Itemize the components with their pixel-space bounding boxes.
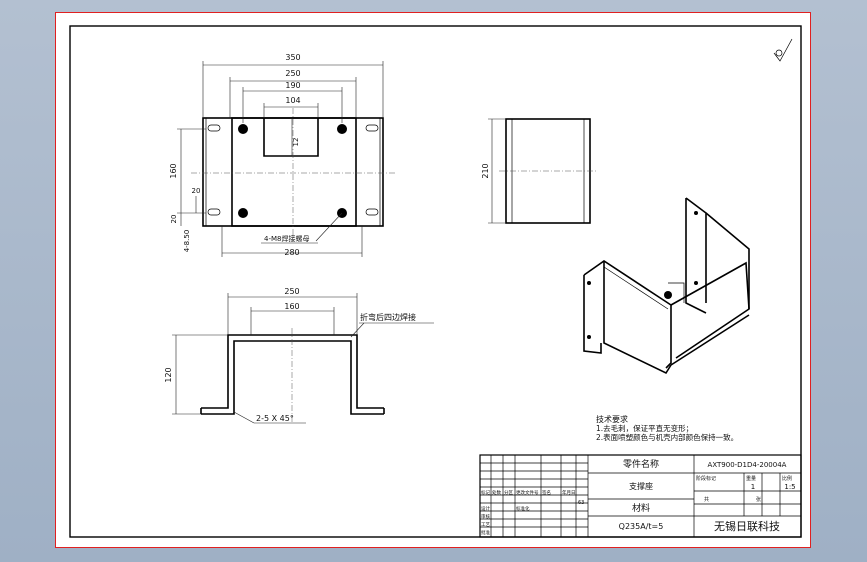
sign-standard: 标准化: [516, 505, 530, 512]
stage-label: 阶段标记: [696, 475, 716, 482]
nut-note: 4-M8焊接螺母: [264, 234, 309, 243]
front-dim-250: 250: [284, 287, 299, 296]
dim-104: 104: [285, 96, 300, 105]
rev-label-docno: 更改文件号: [516, 489, 539, 496]
rev-label-mark: 标记: [481, 489, 490, 496]
material: Q235A/t=5: [619, 522, 664, 531]
rev-label-zone: 分区: [504, 489, 513, 496]
part-name: 支撑座: [629, 481, 653, 491]
dim-280: 280: [284, 248, 299, 257]
weight-label: 重量: [746, 475, 756, 482]
small-value: 63: [578, 500, 584, 506]
drawing-canvas: 350 250 190 104 12: [69, 25, 802, 538]
rev-label-date: 年月日: [562, 489, 576, 496]
technical-notes: 技术要求 1.去毛刺，保证平直无变形； 2.表面喷塑颜色与机壳内部颜色保持一致。: [596, 414, 738, 442]
side-dim-210: 210: [481, 163, 490, 178]
revision-grid: 标记 处数 分区 更改文件号 签名 年月日 设计 标准化 审核 工艺 批准 63: [480, 455, 588, 537]
bend-note: 折弯后四边焊接: [360, 312, 416, 322]
material-label: 材料: [632, 502, 650, 514]
sheet-frame: [69, 25, 802, 538]
dim-20b: 20: [170, 215, 178, 224]
dim-190: 190: [285, 81, 300, 90]
dim-12: 12: [292, 138, 300, 147]
slot: [365, 208, 379, 216]
slot: [365, 124, 379, 132]
dim-350: 350: [285, 53, 300, 62]
slot: [207, 208, 221, 216]
chamfer-note: 2-5 X 45°: [256, 414, 294, 423]
tech-note-1: 1.去毛刺，保证平直无变形；: [596, 423, 693, 433]
top-view: 350 250 190 104 12: [169, 53, 396, 257]
company-name: 无锡日联科技: [714, 519, 780, 533]
top-view-notch: [263, 118, 319, 157]
dim-250: 250: [285, 69, 300, 78]
rev-label-count: 处数: [492, 489, 501, 496]
front-view: 250 160 120 折弯后四边焊接 2-5 X 45°: [164, 287, 434, 424]
sheet-total-label: 共: [704, 496, 709, 503]
sign-approve: 批准: [481, 529, 490, 536]
dim-160: 160: [169, 163, 178, 178]
dim-20a: 20: [192, 187, 201, 195]
part-name-label: 零件名称: [623, 458, 659, 470]
front-view-outline: [201, 334, 384, 409]
sign-process: 工艺: [481, 522, 490, 528]
nut-hole: [238, 208, 248, 218]
drawing-sheet: 350 250 190 104 12: [55, 12, 811, 548]
tech-note-2: 2.表面喷塑颜色与机壳内部颜色保持一致。: [596, 432, 738, 442]
sign-design: 设计: [481, 505, 490, 512]
quantity: 1: [751, 483, 755, 491]
front-dim-160: 160: [284, 302, 299, 311]
scale-label: 比例: [782, 475, 792, 482]
sheet-unit-label: 张: [756, 496, 761, 503]
title-block: 标记 处数 分区 更改文件号 签名 年月日 设计 标准化 审核 工艺 批准 63…: [479, 454, 802, 538]
top-view-body: [231, 117, 357, 227]
side-view: 210: [481, 118, 597, 224]
slot: [207, 124, 221, 132]
rev-label-sign: 签名: [542, 489, 551, 496]
nut-hole: [238, 124, 248, 134]
isometric-view: [583, 197, 750, 375]
dim-hole-spec: 4-8.50: [183, 230, 191, 253]
drawing-number: AXT900-D1D4-20004A: [708, 461, 787, 469]
scale: 1:5: [784, 483, 795, 491]
nut-hole: [337, 124, 347, 134]
surface-finish-symbol: [773, 38, 793, 62]
front-view-inner: [201, 340, 384, 415]
front-dim-height: 120: [164, 367, 173, 382]
tech-notes-title: 技术要求: [596, 414, 628, 424]
sign-review: 审核: [481, 513, 490, 520]
